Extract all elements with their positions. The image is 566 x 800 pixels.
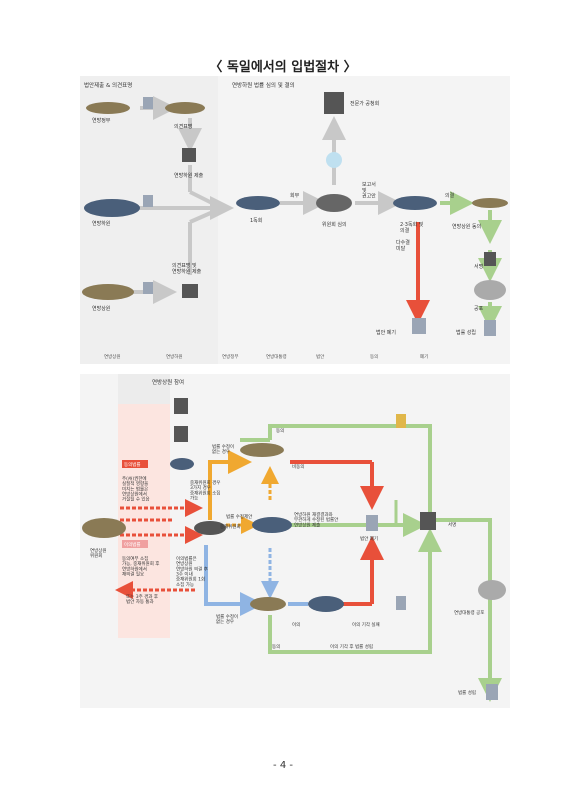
bill-icon <box>143 97 153 109</box>
label-president-promulgate: 연방대통령 공포 <box>454 609 484 616</box>
gov-group-icon <box>86 102 130 114</box>
label-consent-law: 동의법률 <box>124 461 141 468</box>
people-icon <box>174 398 188 414</box>
figure2-icons <box>82 398 506 700</box>
bill-icon-2 <box>143 195 153 207</box>
figure1-legend: 연방상원 연방하원 연방정부 연방대통령 법안 동의 폐기 <box>104 353 428 360</box>
council-group-icon <box>165 102 205 114</box>
bundesrat-chamber-icon <box>82 518 126 538</box>
label-committee: 위원회 심의 <box>322 221 347 228</box>
clock-icon <box>326 152 342 168</box>
figure1-icons <box>82 92 508 336</box>
label-decided: 의결 <box>445 192 455 199</box>
label-bill-dropped-2: 법안 폐기 <box>360 535 378 542</box>
plenary-icon <box>393 196 437 210</box>
label-override-success: 이의 기각 후 법률 성립 <box>330 643 373 650</box>
figure2-panel: 연방상원 참여 <box>80 374 510 708</box>
label-law-enacted-2: 법률 성립 <box>458 689 476 696</box>
label-bundesregierung: 연방정부 <box>92 117 111 124</box>
label-first-reading: 1독회 <box>250 217 262 224</box>
figure1-section-left: 법안제출 & 의견표명 <box>84 81 132 89</box>
label-submit-bt: 연방하원 제출 <box>174 172 204 179</box>
council-group-icon <box>240 443 284 457</box>
label-referral: 회부 <box>290 192 300 199</box>
label-br-consent: 연방상원 동의 <box>452 223 481 230</box>
mediation-icon <box>194 521 226 535</box>
label-bundesrat: 연방상원 <box>92 305 111 312</box>
bundestag-chamber-icon-2 <box>252 517 292 533</box>
legend-item: 연방하원 <box>166 353 183 360</box>
eagle-icon <box>478 580 506 600</box>
page-title: 〈 독일에서의 입법절차 〉 <box>209 60 357 75</box>
bundesrat-chamber-icon <box>82 284 134 300</box>
label-promulgation: 공포 <box>474 306 484 312</box>
bundestag-chamber-icon <box>170 458 194 470</box>
label-experts: 전문가 공청회 <box>350 100 379 107</box>
figure2-section: 연방상원 참여 <box>152 378 184 386</box>
legend-item: 법안 <box>316 353 324 360</box>
people-icon-2 <box>182 284 198 298</box>
legend-item: 연방정부 <box>222 353 239 360</box>
sign-icon <box>484 252 496 266</box>
bill-dropped-icon <box>412 318 426 334</box>
law-book-icon <box>484 320 496 336</box>
experts-icon <box>324 92 344 114</box>
bill-icon-2 <box>396 596 406 610</box>
label-disagree: 비동의 <box>292 463 304 470</box>
legend-item: 동의 <box>370 353 378 360</box>
label-bundestag: 연방하원 <box>92 220 111 227</box>
label-consent2: 동의 <box>272 643 280 650</box>
label-override: 이의 기각 실패 <box>352 621 380 628</box>
bundestag-chamber-icon-3 <box>308 596 344 612</box>
eagle-icon <box>474 280 506 300</box>
council-group-icon-2 <box>250 597 286 611</box>
people-icon <box>182 148 196 162</box>
bill-dropped-icon <box>366 515 378 531</box>
legend-item: 연방상원 <box>104 353 121 360</box>
law-book-icon <box>486 684 498 700</box>
label-objection: 이의 <box>292 621 300 628</box>
legend-item: 연방대통령 <box>266 353 287 360</box>
bundestag-chamber-icon <box>84 199 140 217</box>
label-opinion: 의견표명 <box>174 123 192 130</box>
br-consent-icon <box>472 198 508 208</box>
first-reading-icon <box>236 196 280 210</box>
label-amend: 법률 수정제안 <box>226 513 252 520</box>
label-signature-2: 서명 <box>448 521 456 528</box>
people-icon <box>174 426 188 442</box>
label-objection-law: 이의법률 <box>124 541 141 548</box>
figure1-section-right: 연방하원 법률 심의 및 결의 <box>232 81 295 89</box>
label-bill-dropped: 법안 폐기 <box>376 329 396 336</box>
bill-icon <box>396 414 406 428</box>
label-signature: 서명 <box>474 263 483 270</box>
label-consent1: 동의 <box>276 427 284 434</box>
committee-icon <box>316 194 352 212</box>
legend-item: 폐기 <box>420 353 428 360</box>
label-med-committee: 중재위원회 <box>220 523 241 530</box>
figure1-panel: 법안제출 & 의견표명 연방하원 법률 심의 및 결의 <box>80 76 510 364</box>
page-number: - 4 - <box>273 760 293 771</box>
people-icon-3 <box>420 512 436 530</box>
label-law-enacted: 법률 성립 <box>456 329 476 336</box>
bill-icon-3 <box>143 282 153 294</box>
